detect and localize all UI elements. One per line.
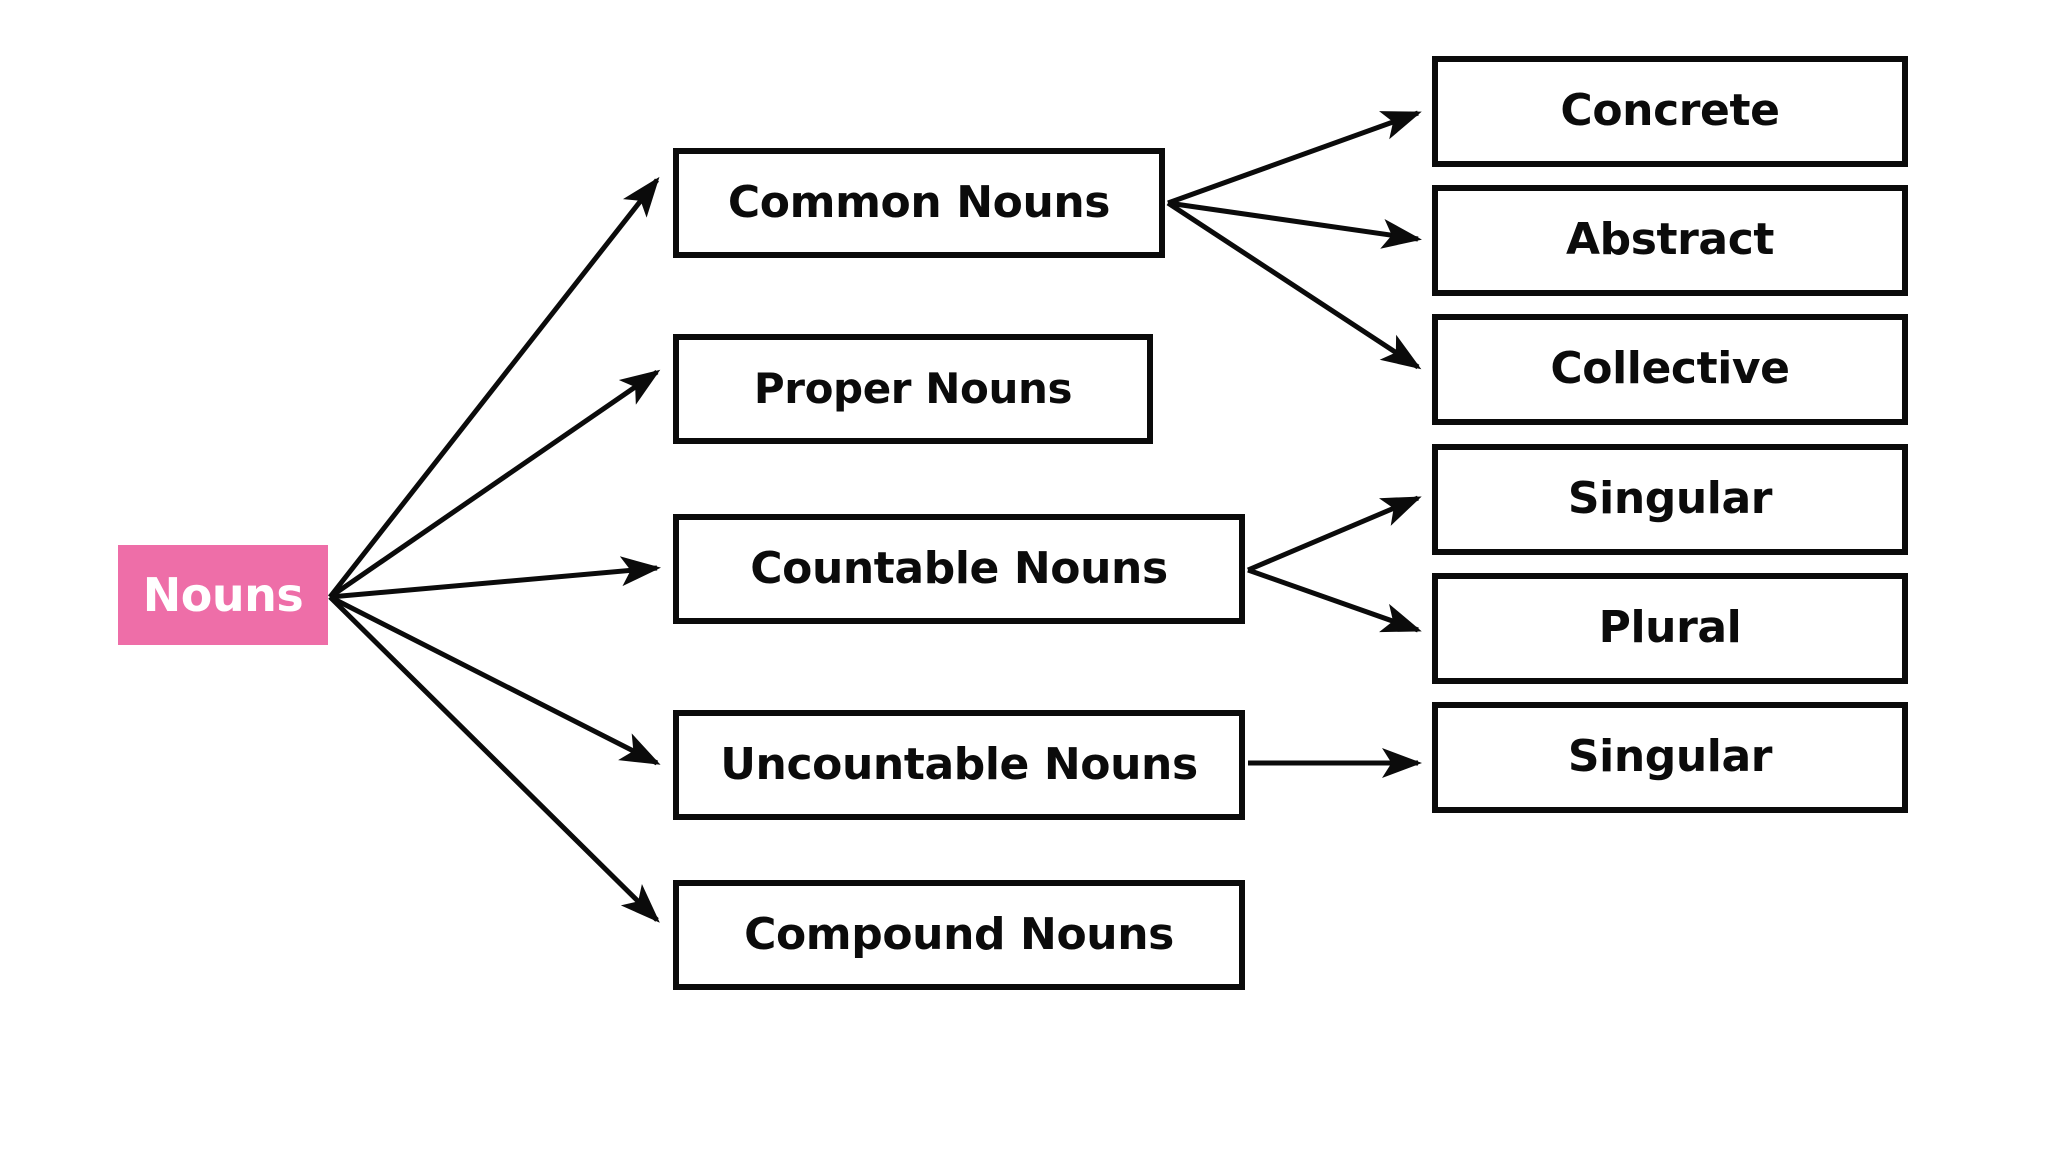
node-countable-plural[interactable]: Plural [1432, 573, 1908, 684]
node-label: Singular [1567, 473, 1773, 525]
node-nouns-root[interactable]: Nouns [118, 545, 328, 645]
edge-root-compound [328, 595, 660, 923]
node-label: Countable Nouns [750, 542, 1168, 594]
node-label: Plural [1598, 602, 1742, 654]
node-proper-nouns[interactable]: Proper Nouns [673, 334, 1153, 444]
node-abstract[interactable]: Abstract [1432, 185, 1908, 296]
node-countable-singular[interactable]: Singular [1432, 444, 1908, 555]
node-label: Common Nouns [727, 176, 1111, 228]
edge-common-concrete [1167, 110, 1422, 206]
edge-root-countable [329, 556, 661, 600]
edge-root-common [328, 176, 660, 599]
node-uncountable-nouns[interactable]: Uncountable Nouns [673, 710, 1245, 820]
node-label: Concrete [1560, 85, 1780, 137]
edge-root-proper [328, 369, 661, 600]
node-concrete[interactable]: Concrete [1432, 56, 1908, 167]
node-label: Singular [1567, 731, 1773, 783]
node-common-nouns[interactable]: Common Nouns [673, 148, 1165, 258]
node-label: Nouns [142, 567, 304, 622]
node-collective[interactable]: Collective [1432, 314, 1908, 425]
edge-countable-plural [1247, 567, 1422, 633]
node-label: Collective [1550, 343, 1790, 395]
node-compound-nouns[interactable]: Compound Nouns [673, 880, 1245, 990]
node-label: Abstract [1565, 214, 1775, 266]
edge-common-abstract [1167, 200, 1422, 249]
node-countable-nouns[interactable]: Countable Nouns [673, 514, 1245, 624]
node-label: Proper Nouns [753, 363, 1073, 413]
edge-root-uncountable [328, 594, 661, 766]
edge-common-collective [1166, 200, 1422, 370]
edge-countable-singular [1247, 495, 1422, 573]
node-label: Compound Nouns [744, 908, 1174, 960]
node-uncountable-singular[interactable]: Singular [1432, 702, 1908, 813]
node-label: Uncountable Nouns [720, 738, 1198, 790]
